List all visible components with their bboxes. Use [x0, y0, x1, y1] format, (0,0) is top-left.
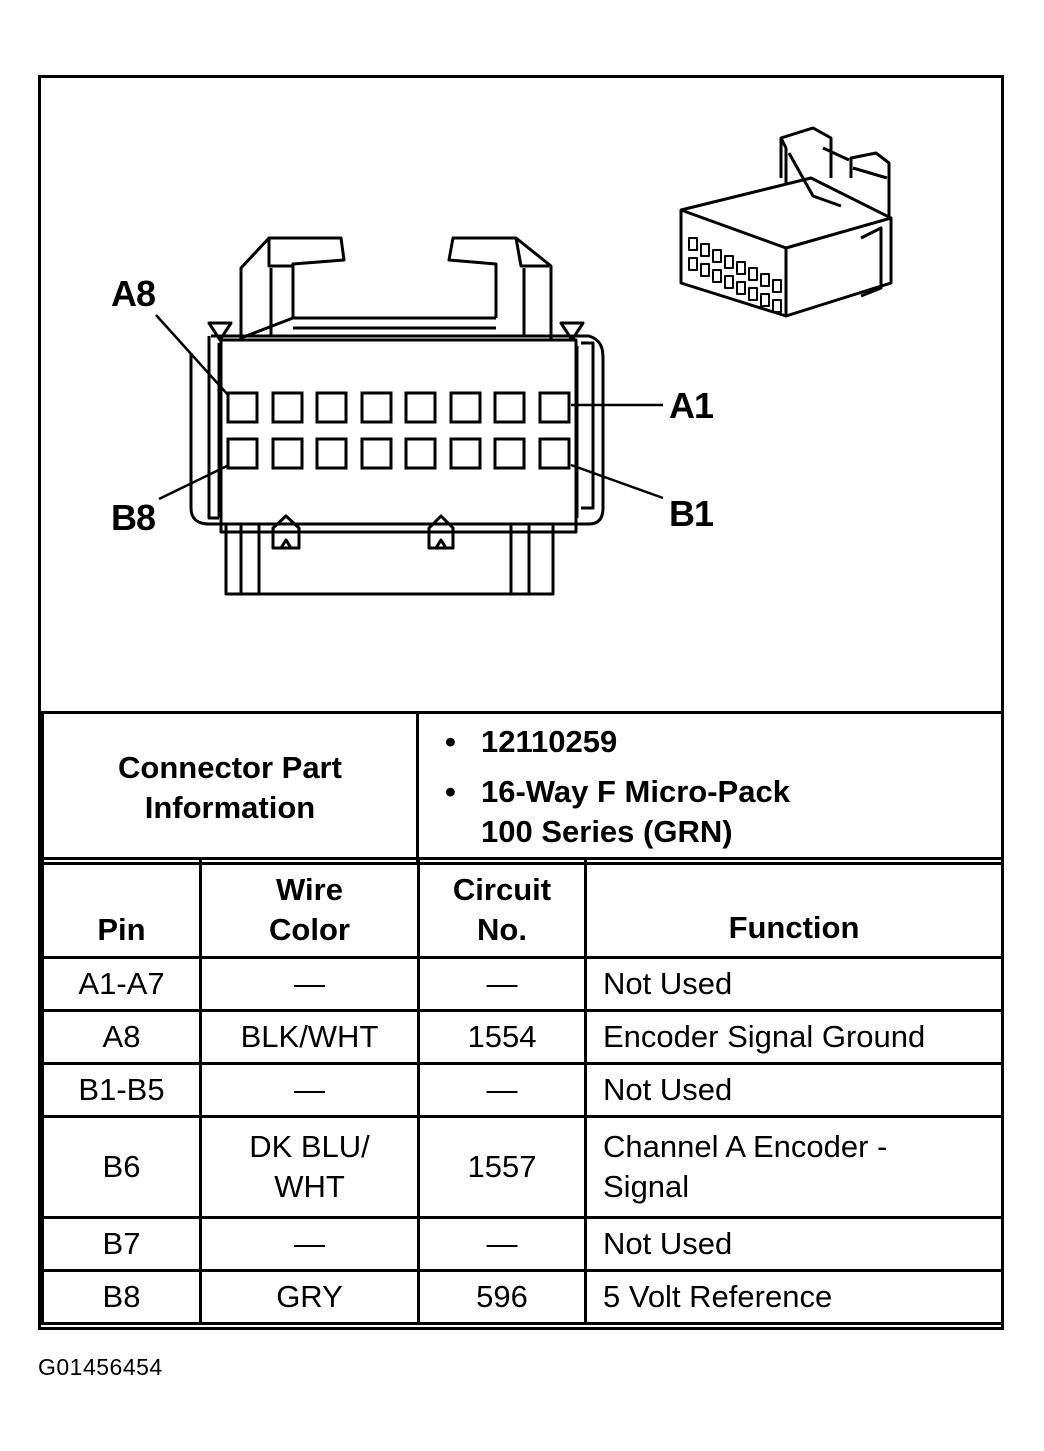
pin-table: Pin Wire Color Circuit No. Function A1-A…	[41, 857, 1004, 1325]
cell-circuit: 1554	[417, 1009, 587, 1065]
cell-wire-color: —	[199, 1062, 420, 1118]
header-circuit-line1: Circuit	[452, 872, 552, 907]
cell-circuit: —	[417, 956, 587, 1012]
connector-info-table: Connector Part Information 12110259 16-W…	[41, 711, 1004, 865]
header-wire-color: Wire Color	[199, 857, 420, 959]
header-circuit-line2: No.	[477, 912, 527, 947]
cell-pin: B7	[41, 1216, 202, 1272]
cell-wire-color: —	[199, 956, 420, 1012]
cell-wire-color: —	[199, 1216, 420, 1272]
connector-drawing	[155, 126, 893, 596]
cell-pin: B1-B5	[41, 1062, 202, 1118]
cell-function: Channel A Encoder - Signal	[584, 1115, 1004, 1219]
cell-pin: A1-A7	[41, 956, 202, 1012]
table-row: B6 DK BLU/ WHT 1557 Channel A Encoder - …	[41, 1115, 1004, 1219]
table-row: B7 — — Not Used	[41, 1216, 1004, 1272]
connector-description: 16-Way F Micro-Pack 100 Series (GRN)	[445, 772, 1001, 852]
pin-label-b1: B1	[669, 493, 714, 534]
cell-function: Encoder Signal Ground	[584, 1009, 1004, 1065]
part-number: 12110259	[445, 722, 1001, 762]
table-row: A8 BLK/WHT 1554 Encoder Signal Ground	[41, 1009, 1004, 1065]
cell-function: Not Used	[584, 956, 1004, 1012]
cell-wire-color: GRY	[199, 1269, 420, 1325]
connector-3d-view	[679, 126, 893, 318]
connector-description-line1: 16-Way F Micro-Pack	[481, 774, 790, 809]
connector-info-label-line1: Connector Part	[118, 750, 342, 785]
cell-circuit: 1557	[417, 1115, 587, 1219]
cell-function-line2: Signal	[603, 1169, 690, 1204]
connector-description-line2: 100 Series (GRN)	[481, 814, 733, 849]
cell-function: 5 Volt Reference	[584, 1269, 1004, 1325]
header-wire-color-line1: Wire	[276, 872, 343, 907]
cell-wire-color: BLK/WHT	[199, 1009, 420, 1065]
figure-id: G01456454	[38, 1354, 163, 1380]
pin-label-a1: A1	[669, 385, 714, 426]
cell-circuit: —	[417, 1216, 587, 1272]
connector-info-values: 12110259 16-Way F Micro-Pack 100 Series …	[416, 711, 1004, 865]
cell-wire-color-line1: DK BLU/	[249, 1129, 370, 1164]
cell-wire-color: DK BLU/ WHT	[199, 1115, 420, 1219]
header-pin: Pin	[41, 857, 202, 959]
table-row: A1-A7 — — Not Used	[41, 956, 1004, 1012]
table-row: B1-B5 — — Not Used	[41, 1062, 1004, 1118]
figure-frame: A8 A1 B8 B1 Connector Part Information 1…	[38, 75, 1004, 1330]
cell-function: Not Used	[584, 1216, 1004, 1272]
cell-pin: B8	[41, 1269, 202, 1325]
cell-pin: B6	[41, 1115, 202, 1219]
cell-circuit: —	[417, 1062, 587, 1118]
pin-cavities	[226, 391, 571, 470]
cell-function: Not Used	[584, 1062, 1004, 1118]
cell-function-line1: Channel A Encoder -	[603, 1129, 888, 1164]
header-circuit-no: Circuit No.	[417, 857, 587, 959]
header-function: Function	[584, 857, 1004, 959]
connector-info-label: Connector Part Information	[41, 711, 419, 865]
pin-table-header: Pin Wire Color Circuit No. Function	[41, 857, 1004, 959]
cell-pin: A8	[41, 1009, 202, 1065]
pin-label-b8: B8	[111, 497, 156, 538]
connector-diagram: A8 A1 B8 B1	[41, 78, 1001, 711]
cell-wire-color-line2: WHT	[274, 1169, 345, 1204]
table-row: B8 GRY 596 5 Volt Reference	[41, 1269, 1004, 1325]
connector-info-label-line2: Information	[144, 790, 316, 825]
header-wire-color-line2: Color	[269, 912, 350, 947]
pin-label-a8: A8	[111, 273, 156, 314]
cell-circuit: 596	[417, 1269, 587, 1325]
